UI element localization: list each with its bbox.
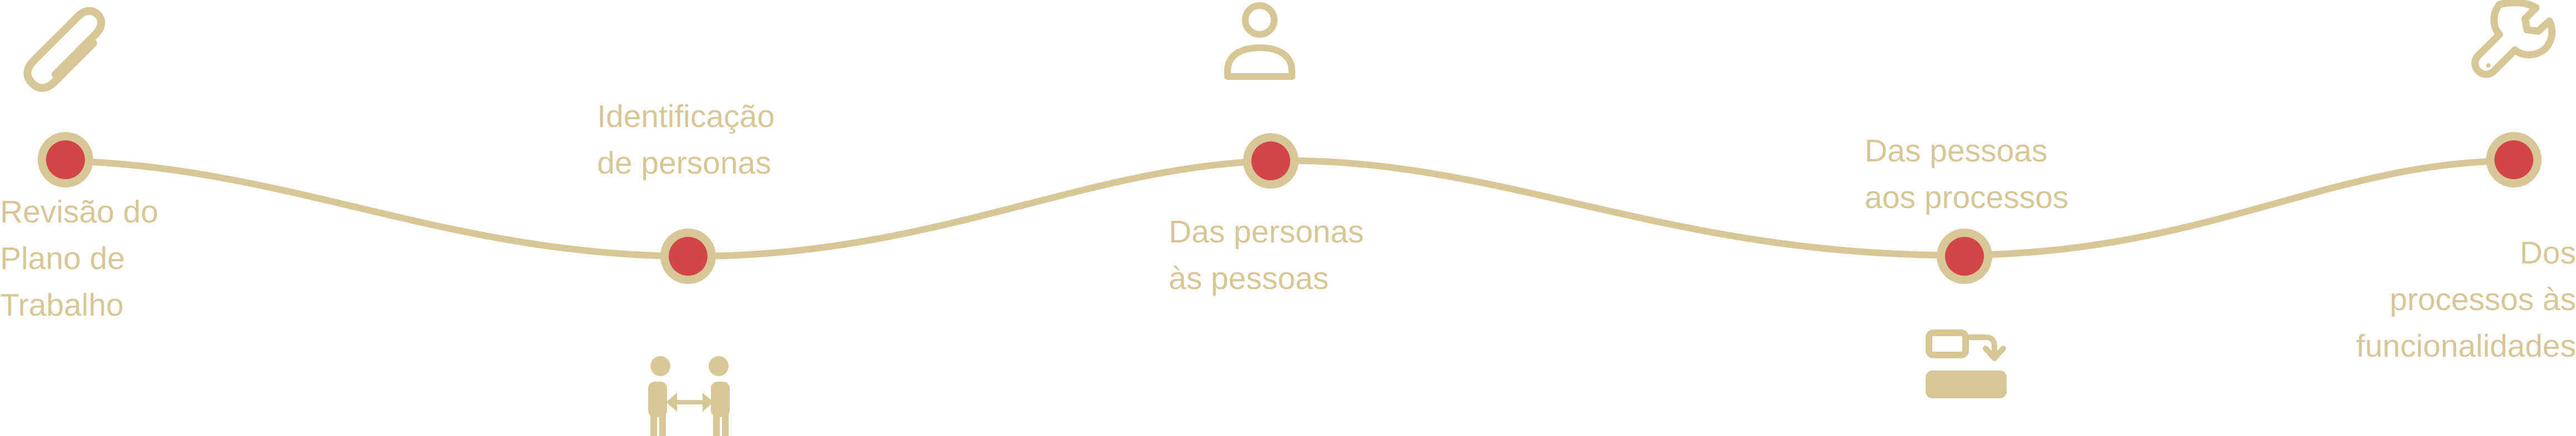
paperclip-icon — [23, 7, 105, 92]
process-flow-icon — [1926, 329, 2007, 398]
timeline-node-2 — [660, 229, 716, 284]
step-label-2: Identificação de personas — [597, 99, 775, 181]
step-label-1: Revisão do Plano de Trabalho — [0, 194, 159, 323]
step-label-4: Das pessoas aos processos — [1865, 133, 2069, 215]
people-exchange-icon — [648, 356, 730, 436]
timeline-node-3 — [1243, 133, 1299, 189]
timeline-node-4 — [1937, 229, 1992, 284]
wrench-icon — [2471, 0, 2556, 78]
person-icon — [1224, 2, 1295, 80]
step-label-5: Dos processos às funcionalidades — [2356, 235, 2576, 364]
step-label-3: Das personas às pessoas — [1169, 214, 1364, 296]
timeline-node-5 — [2486, 132, 2542, 187]
timeline-node-1 — [38, 132, 93, 187]
